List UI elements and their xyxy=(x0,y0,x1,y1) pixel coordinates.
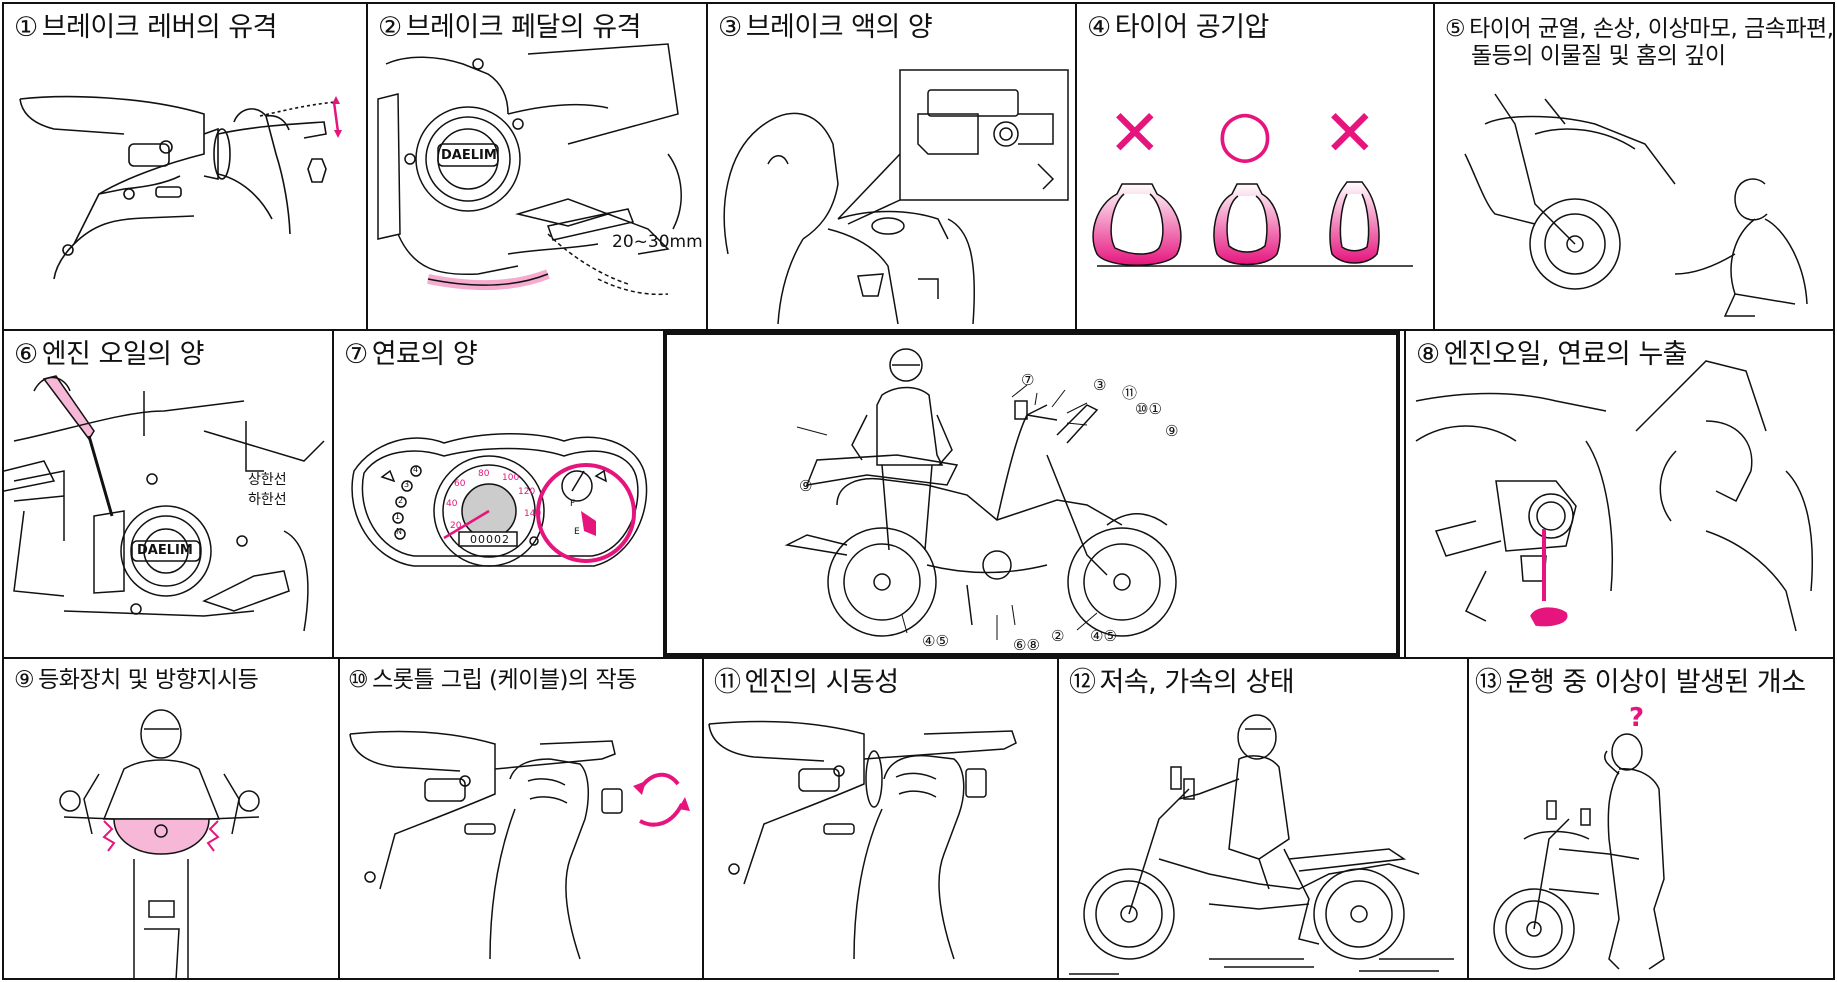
callout-oil-leak: ⑥⑧ xyxy=(1013,636,1040,654)
gear-indicator-2: 2 xyxy=(398,496,403,505)
lights-check-illustration xyxy=(4,659,338,980)
callout-brake-pedal: ② xyxy=(1051,627,1064,645)
leak-check-illustration xyxy=(1406,331,1833,657)
gear-indicator-n: N xyxy=(396,527,402,536)
callout-lights-front: ⑨ xyxy=(1165,422,1178,440)
oil-lower-limit-label: 하한선 xyxy=(248,489,287,509)
callout-brake-fluid: ③ xyxy=(1093,376,1106,394)
puzzled-rider-illustration xyxy=(1469,659,1833,980)
callout-rear-tire: ④⑤ xyxy=(922,632,949,650)
fuel-empty-mark: E xyxy=(574,527,580,537)
tire-inspection-illustration xyxy=(1435,4,1833,329)
callout-fuel: ⑦ xyxy=(1021,371,1034,389)
brake-lever-illustration xyxy=(4,4,366,329)
gear-indicator-1: 1 xyxy=(395,512,400,521)
fuel-full-mark: F xyxy=(570,499,575,509)
callout-front-tire: ④⑤ xyxy=(1090,627,1117,645)
brake-fluid-illustration xyxy=(708,4,1075,329)
engine-brand-text: DAELIM xyxy=(137,543,193,558)
riding-illustration xyxy=(1059,659,1467,980)
oil-upper-limit-label: 상한선 xyxy=(248,469,287,489)
panel-motorcycle-overview: ⑦ ③ ⑪ ⑩① ⑨ ⑨ ④⑤ ⑥⑧ ② ④⑤ xyxy=(663,331,1400,657)
pedal-play-measure: 20~30mm xyxy=(612,232,703,252)
brake-pedal-illustration xyxy=(368,4,706,329)
engine-brand-text: DAELIM xyxy=(441,148,497,163)
callout-lights-rear: ⑨ xyxy=(799,477,812,495)
engine-start-illustration xyxy=(704,659,1057,980)
callout-throttle-brake-lever: ⑩① xyxy=(1135,400,1162,418)
throttle-illustration xyxy=(340,659,702,980)
gear-indicator-3: 3 xyxy=(404,480,409,489)
tire-cross-sections xyxy=(1077,4,1433,329)
speed-tick-labels: 20 40 60 80 100 120 140 xyxy=(334,331,662,657)
gear-indicator-4: 4 xyxy=(413,465,418,474)
